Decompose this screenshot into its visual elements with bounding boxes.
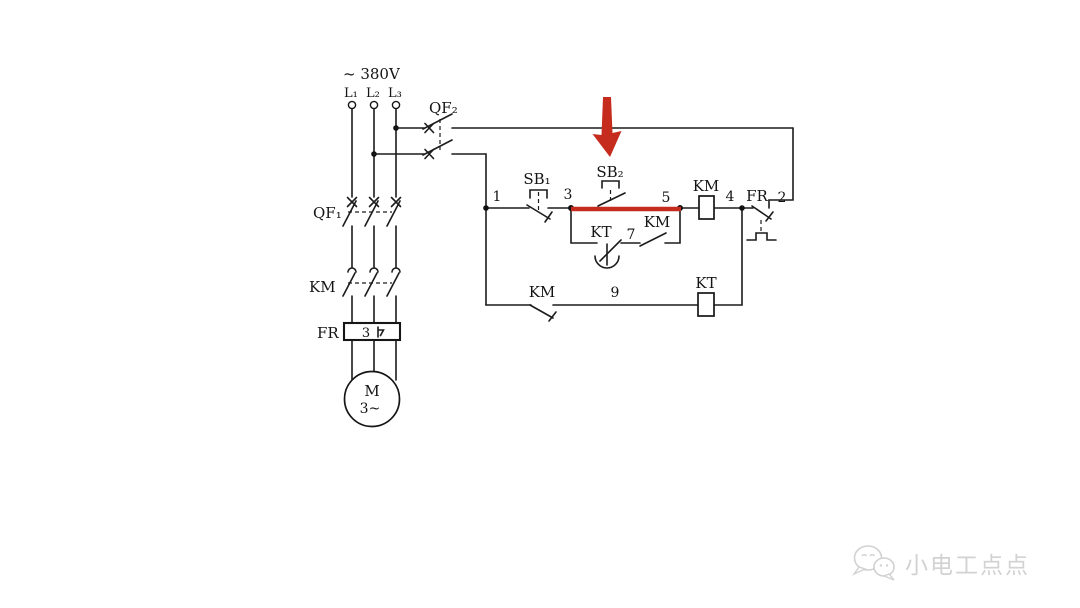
kt-coil-label: KT	[695, 274, 716, 292]
node-labels: 1 3 5 4 2 7 9	[493, 187, 787, 301]
km-aux-contact: KM	[639, 213, 671, 247]
kt-delay-contact: KT	[590, 223, 622, 269]
pushbutton-cap-icon	[601, 180, 620, 189]
km-coil: KM	[693, 177, 720, 220]
node-label-1: 1	[493, 189, 502, 205]
fr-box	[342, 321, 402, 342]
fr-blade	[751, 205, 774, 222]
km-coil-box	[698, 195, 715, 220]
km-coil-label: KM	[693, 177, 720, 195]
km-hold-label: KM	[529, 283, 556, 301]
kt-contact-label: KT	[590, 223, 611, 241]
qf2-label: QF₂	[429, 99, 458, 117]
node-dot-1	[483, 205, 489, 211]
phase-l3-label: L₃	[388, 86, 402, 101]
node-label-7: 7	[627, 227, 636, 243]
node-label-5: 5	[662, 190, 671, 206]
km-main-label: KM	[309, 278, 336, 296]
phase-l2-label: L₂	[366, 86, 380, 101]
breaker-cross-icon	[346, 196, 358, 208]
phase-lines-low	[351, 295, 397, 324]
qf2-leads-left	[373, 127, 425, 155]
fr-main-label: FR	[317, 324, 339, 342]
km-aux-label: KM	[644, 213, 671, 231]
heater-element-icon	[377, 326, 385, 338]
kt-blade	[599, 239, 622, 262]
terminal-l2	[369, 100, 379, 110]
node-label-2: 2	[778, 190, 787, 206]
voltage-label: ~ 380V	[343, 65, 401, 83]
start-button-sb2: SB₂	[596, 163, 626, 207]
motor-m: M 3~	[343, 370, 401, 428]
km-hold-blade	[529, 304, 557, 322]
motor-letter: M	[364, 382, 379, 400]
stop-button-sb1: SB₁	[523, 170, 553, 223]
terminal-l3	[391, 100, 401, 110]
breaker-qf2: QF₂	[373, 99, 458, 160]
breaker-cross-icon	[390, 196, 402, 208]
kt-coil-box	[697, 292, 715, 317]
pushbutton-cap-icon	[529, 189, 548, 199]
node-dot-4	[739, 205, 745, 211]
power-supply: ~ 380V L₁ L₂ L₃	[343, 65, 402, 110]
km-holding-contact: KM	[529, 283, 557, 322]
node-label-4: 4	[726, 189, 735, 205]
phase-lines-mid	[351, 225, 397, 269]
sb2-no-blade	[597, 192, 626, 207]
right-return-wire	[768, 127, 794, 209]
thermal-relay-fr: FR 3	[317, 321, 402, 342]
motor-phase-label: 3~	[360, 401, 381, 417]
fr-contact-label: FR	[746, 187, 768, 205]
motor-circle	[343, 370, 401, 428]
breaker-qf1: QF₁	[313, 196, 402, 227]
sb2-label: SB₂	[596, 163, 623, 181]
contactor-km-main: KM	[309, 267, 401, 297]
node-label-9: 9	[611, 285, 620, 301]
qf1-blades	[342, 200, 401, 227]
fr-nc-contact: FR	[746, 187, 777, 241]
km-blades	[342, 272, 400, 297]
qf2-blades	[422, 113, 453, 156]
phase-l1-label: L₁	[344, 86, 358, 101]
watermark-text: 小电工点点	[905, 553, 1030, 579]
red-arrow-annotation	[592, 97, 622, 157]
thermal-element-icon	[746, 232, 777, 241]
km-contact-arcs	[347, 267, 401, 273]
qf1-label: QF₁	[313, 204, 342, 222]
node-label-3: 3	[564, 187, 573, 203]
breaker-cross-icon	[368, 196, 380, 208]
delay-arc-icon	[594, 255, 620, 269]
sb1-nc-blade	[526, 204, 553, 223]
fr-heater-count: 3	[362, 326, 370, 341]
chat-bubbles-logo-icon	[851, 545, 895, 581]
watermark: 小电工点点	[850, 543, 1030, 583]
timer-branch-wire	[485, 208, 743, 306]
kt-coil: KT	[695, 274, 717, 317]
holding-branch-wire	[570, 208, 681, 244]
control-wiring	[451, 127, 794, 306]
sb1-label: SB₁	[523, 170, 550, 188]
phase-lines-to-motor	[351, 339, 397, 382]
left-drop-wire	[451, 153, 487, 306]
km-aux-blade	[639, 232, 667, 247]
terminal-l1	[347, 100, 357, 110]
